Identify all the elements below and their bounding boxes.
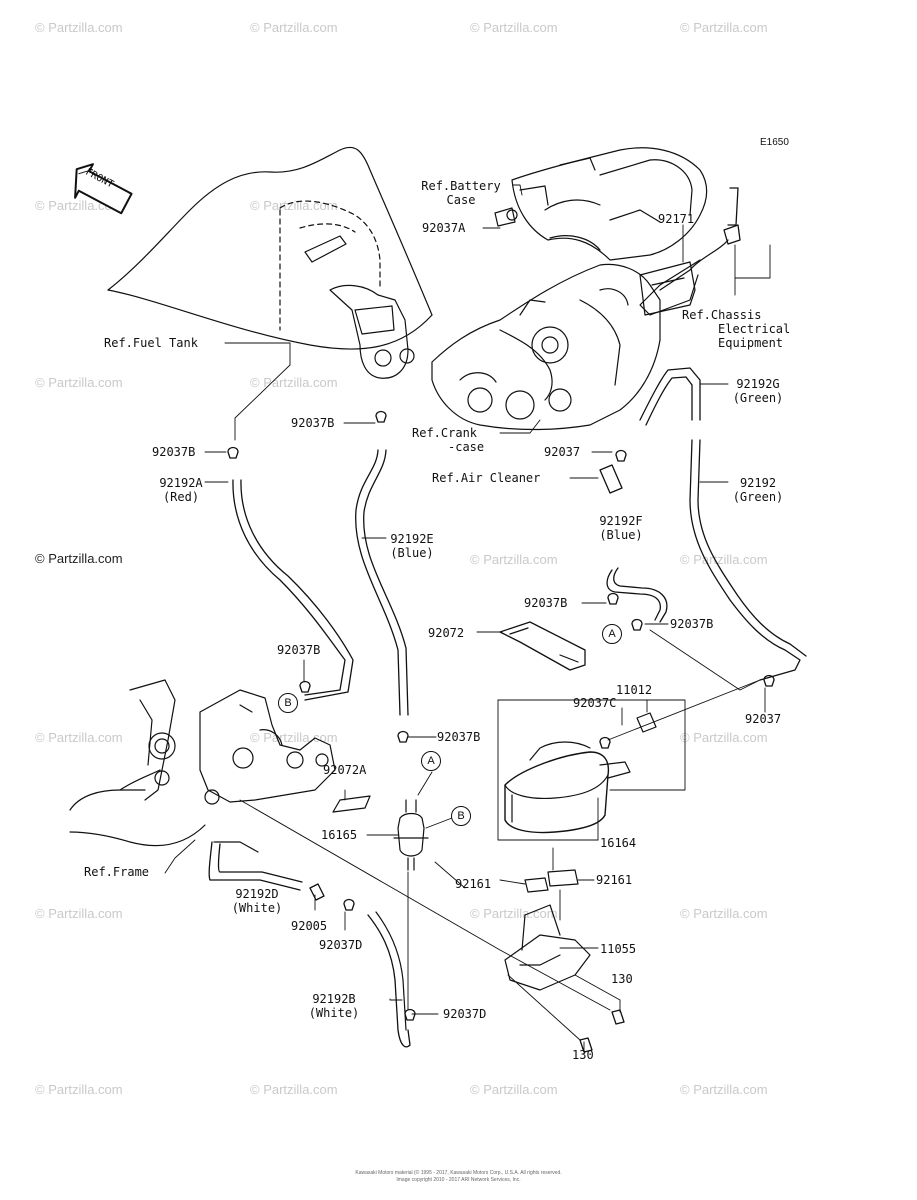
callout-a: A [421,751,441,771]
label-92072A: 92072A [323,763,367,777]
label-92037D-left: 92037D [319,938,363,952]
label-92037A: 92037A [422,221,466,235]
frame-shape [69,679,336,847]
canister-shape [504,741,631,834]
label-ref-frame: Ref.Frame [84,865,150,879]
watermark: © Partzilla.com [470,20,558,35]
label-92037-mid: 92037 [544,445,581,459]
label-92005: 92005 [291,919,328,933]
label-92192B: 92192B(White) [308,992,360,1020]
clamp-icons [227,187,775,1053]
label-130-right: 130 [611,972,633,986]
label-92192G: 92192G(Green) [732,377,784,405]
label-92161-right: 92161 [596,873,633,887]
watermark: © Partzilla.com [35,906,123,921]
label-92192E: 92192E(Blue) [390,532,434,560]
watermark: © Partzilla.com [250,375,338,390]
label-11055: 11055 [600,942,637,956]
callout-a: A [602,624,622,644]
label-92037B-top: 92037B [291,416,335,430]
watermark: © Partzilla.com [35,1082,123,1097]
label-130-bottom: 130 [572,1048,594,1062]
label-92037-right: 92037 [745,712,782,726]
callout-b: B [451,806,471,826]
watermark: © Partzilla.com [680,730,768,745]
label-92037B-a: 92037B [670,617,714,631]
connection-lines [234,364,761,1041]
watermark: © Partzilla.com [250,730,338,745]
label-ref-crankcase: Ref.Crank-case [412,426,485,454]
label-92037B-center: 92037B [437,730,481,744]
fuel-filter-shape [393,799,429,871]
label-92037B-f: 92037B [524,596,568,610]
label-92037D-bottom: 92037D [443,1007,487,1021]
watermark: © Partzilla.com [470,906,558,921]
watermark: © Partzilla.com [470,1082,558,1097]
watermark: © Partzilla.com [35,375,123,390]
label-92192-green: 92192(Green) [732,476,784,504]
footer-copyright: Kawasaki Motors material (© 1995 - 2017,… [355,1170,562,1183]
watermark: © Partzilla.com [35,730,123,745]
watermark: © Partzilla.com [680,1082,768,1097]
watermark: © Partzilla.com [250,1082,338,1097]
front-arrow-icon [74,163,133,215]
label-ref-air-cleaner: Ref.Air Cleaner [432,471,541,485]
crankcase-shape [431,261,696,431]
diagram-code: E1650 [760,137,789,148]
label-16165: 16165 [321,828,358,842]
label-92192F: 92192F(Blue) [599,514,643,542]
watermark: © Partzilla.com [680,906,768,921]
label-92161-left: 92161 [455,877,492,891]
watermark: © Partzilla.com [250,20,338,35]
watermark: © Partzilla.com [680,552,768,567]
copyright-text: © Partzilla.com [35,551,123,566]
watermark: © Partzilla.com [470,552,558,567]
label-92171: 92171 [658,212,695,226]
label-92037C: 92037C [573,696,617,710]
label-92072: 92072 [428,626,465,640]
watermark: © Partzilla.com [35,20,123,35]
label-ref-fuel-tank: Ref.Fuel Tank [104,336,198,350]
label-92192D: 92192D(White) [231,887,283,915]
label-16164: 16164 [600,836,637,850]
callout-b: B [278,693,298,713]
label-11012: 11012 [616,683,653,697]
leader-lines [164,184,771,1053]
label-92192A: 92192A(Red) [159,476,203,504]
battery-case-shape [494,147,708,261]
fuel-tank-shape [107,146,433,379]
watermark: © Partzilla.com [680,20,768,35]
bracket-shape [504,904,591,991]
label-92037B-left: 92037B [152,445,196,459]
label-92037B-b: 92037B [277,643,321,657]
